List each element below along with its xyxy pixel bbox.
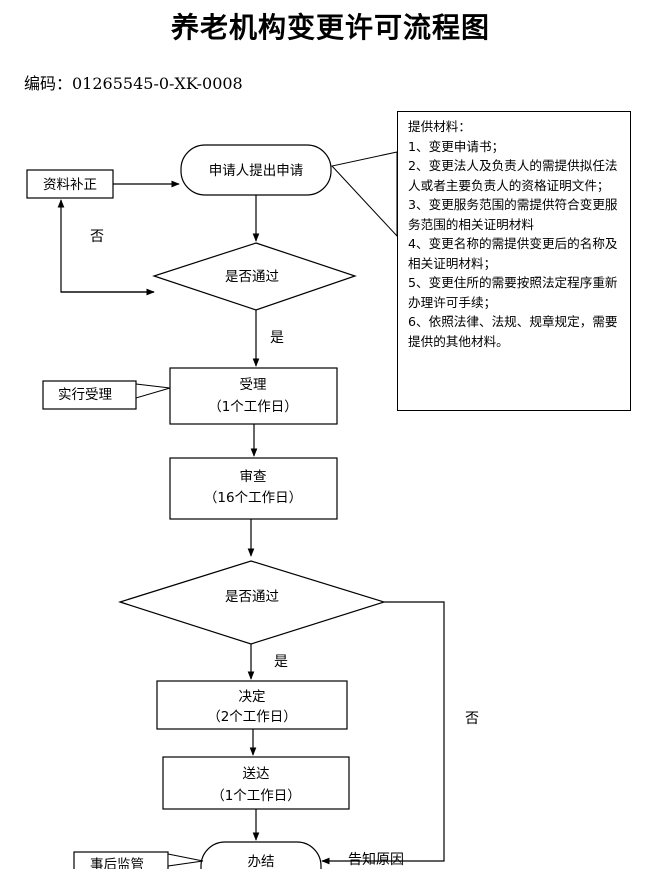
deliver-node [162,756,350,810]
accept-note-label: 实行受理 [58,387,112,403]
check1-label: 是否通过 [225,269,279,285]
accept-note-pointer [135,383,171,399]
decide-node-duration: （2个工作日） [207,709,297,725]
check1-no-label: 否 [90,229,104,245]
review-node-duration: （16个工作日） [204,490,302,506]
supervise-note-label: 事后监管 [90,857,144,869]
finish-node-label: 办结 [248,854,275,869]
decide-node-title: 决定 [239,689,266,705]
supervise-note-box [73,851,169,869]
apply-node-label: 申请人提出申请 [209,163,304,179]
accept-node-duration: （1个工作日） [208,399,298,415]
check2-no-path [321,601,445,865]
materials-callout-pointer [331,151,398,238]
materials-item: 4、变更名称的需提供变更后的名称及相关证明材料； [408,236,618,271]
materials-item: 5、变更住所的需要按照法定程序重新办理许可手续； [408,275,618,310]
materials-heading: 提供材料： [408,119,471,134]
materials-item: 1、变更申请书； [408,138,505,154]
check1-no-loop [57,199,154,293]
accept-node-title: 受理 [240,377,267,393]
supplement-node [26,169,114,199]
check2-yes-label: 是 [274,654,288,670]
supervise-note-pointer [167,853,204,867]
materials-box: 提供材料： 1、变更申请书； 2、变更法人及负责人的需提供拟任法人或者主要负责人… [397,111,631,411]
deliver-node-title: 送达 [243,766,270,782]
decide-node [156,680,348,730]
materials-item: 6、依照法律、法规、规章规定，需要提供的其他材料。 [408,314,618,349]
materials-item: 2、变更法人及负责人的需提供拟任法人或者主要负责人的资格证明文件； [408,158,618,193]
supplement-node-label: 资料补正 [43,177,97,193]
check2-label: 是否通过 [225,589,279,605]
document-code: 编码：01265545-0-XK-0008 [24,74,243,93]
reason-label: 告知原因 [348,851,404,868]
accept-node [169,367,338,425]
review-node-title: 审查 [240,469,267,485]
materials-item: 3、变更服务范围的需提供符合变更服务范围的相关证明材料 [408,197,618,232]
deliver-node-duration: （1个工作日） [211,788,301,804]
check2-no-label: 否 [465,711,479,727]
page-title: 养老机构变更许可流程图 [170,11,490,44]
check1-yes-label: 是 [270,330,284,346]
review-node [169,457,338,520]
finish-node [200,841,322,869]
